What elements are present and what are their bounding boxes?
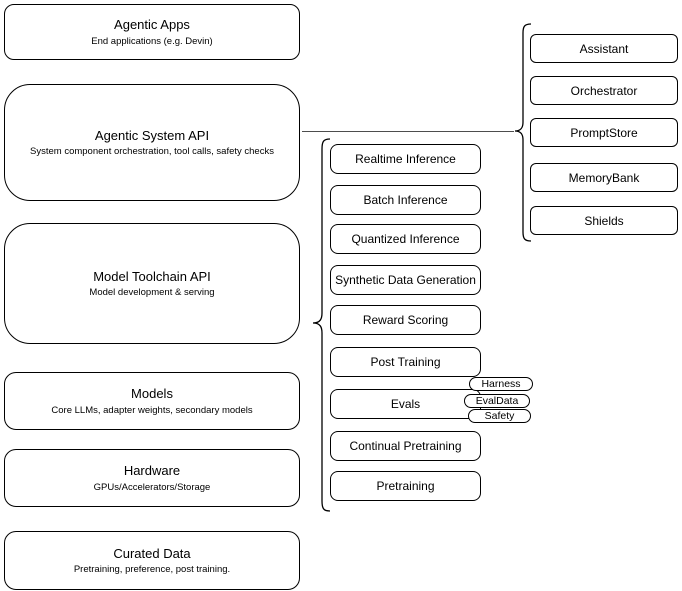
- node-models: Models Core LLMs, adapter weights, secon…: [4, 372, 300, 430]
- node-title: Agentic System API: [94, 127, 210, 143]
- right-group-brace: [514, 23, 532, 242]
- node-subtitle: Pretraining, preference, post training.: [73, 564, 231, 576]
- middle-group-brace: [312, 138, 331, 512]
- node-curated-data: Curated Data Pretraining, preference, po…: [4, 531, 300, 590]
- node-memorybank: MemoryBank: [530, 163, 678, 192]
- badge-harness: Harness: [469, 377, 533, 391]
- node-agentic-system-api: Agentic System API System component orch…: [4, 84, 300, 201]
- node-orchestrator: Orchestrator: [530, 76, 678, 105]
- node-continual-pretraining: Continual Pretraining: [330, 431, 481, 461]
- node-pretraining: Pretraining: [330, 471, 481, 501]
- node-promptstore: PromptStore: [530, 118, 678, 147]
- node-reward-scoring: Reward Scoring: [330, 305, 481, 335]
- node-assistant: Assistant: [530, 34, 678, 63]
- node-title: Agentic Apps: [114, 17, 190, 32]
- badge-evaldata: EvalData: [464, 394, 530, 408]
- node-evals: Evals: [330, 389, 481, 419]
- node-title: Curated Data: [113, 545, 191, 561]
- node-post-training: Post Training: [330, 347, 481, 377]
- node-title: Hardware: [123, 463, 181, 478]
- node-subtitle: Model development & serving: [89, 287, 215, 299]
- node-synthetic-data-generation: Synthetic Data Generation: [330, 265, 481, 295]
- node-model-toolchain-api: Model Toolchain API Model development & …: [4, 223, 300, 344]
- node-quantized-inference: Quantized Inference: [330, 224, 481, 254]
- node-title: Models: [131, 386, 173, 401]
- node-agentic-apps: Agentic Apps End applications (e.g. Devi…: [4, 4, 300, 60]
- node-subtitle: GPUs/Accelerators/Storage: [93, 481, 211, 493]
- node-subtitle: Core LLMs, adapter weights, secondary mo…: [51, 404, 253, 416]
- node-title: Model Toolchain API: [93, 268, 211, 284]
- node-hardware: Hardware GPUs/Accelerators/Storage: [4, 449, 300, 507]
- node-subtitle: System component orchestration, tool cal…: [30, 146, 274, 158]
- badge-safety: Safety: [468, 409, 531, 423]
- node-subtitle: End applications (e.g. Devin): [91, 35, 213, 47]
- node-batch-inference: Batch Inference: [330, 185, 481, 215]
- node-shields: Shields: [530, 206, 678, 235]
- node-realtime-inference: Realtime Inference: [330, 144, 481, 174]
